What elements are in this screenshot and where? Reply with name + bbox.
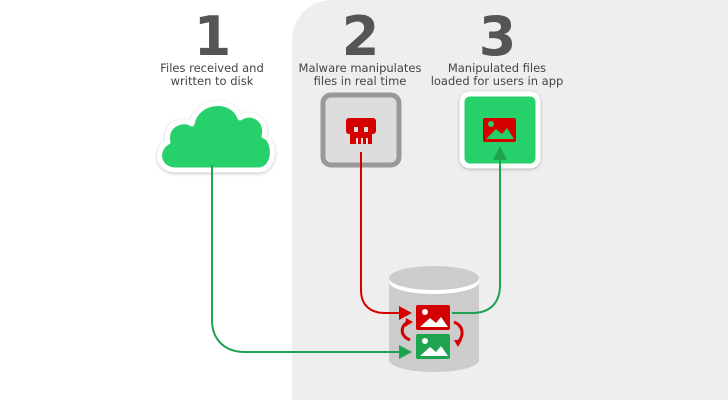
swap-arrow-head-right [454, 340, 462, 347]
skull-icon [346, 118, 376, 144]
step-2-caption: Malware manipulates files in real time [260, 62, 460, 88]
malware-flow-arrowhead [399, 306, 412, 320]
step-3-caption: Manipulated files loaded for users in ap… [397, 62, 597, 88]
step-1-caption-line1: Files received and [160, 61, 264, 75]
original-image-file [416, 334, 450, 359]
manipulated-image-file [416, 305, 450, 330]
step-1-number: 1 [193, 5, 232, 68]
step-3-number: 3 [478, 5, 517, 68]
write-flow-line [211, 165, 400, 353]
step-2-caption-line1: Malware manipulates [298, 61, 422, 75]
write-flow-arrowhead [399, 345, 412, 359]
load-flow-line [452, 158, 501, 314]
load-flow-arrowhead [493, 146, 507, 160]
swap-arrow-head-left [405, 318, 413, 327]
image-icon [483, 118, 516, 142]
cloud-icon [157, 101, 275, 173]
step-1-caption: Files received and written to disk [112, 62, 312, 88]
step-3-caption-line1: Manipulated files [447, 61, 547, 75]
step-2-caption-line2: files in real time [313, 74, 407, 88]
step-3-caption-line2: loaded for users in app [430, 74, 564, 88]
malware-flow-line [360, 152, 400, 314]
step-1-caption-line2: written to disk [170, 74, 254, 88]
malware-zone-background [292, 0, 728, 400]
step-2-number: 2 [341, 5, 380, 68]
